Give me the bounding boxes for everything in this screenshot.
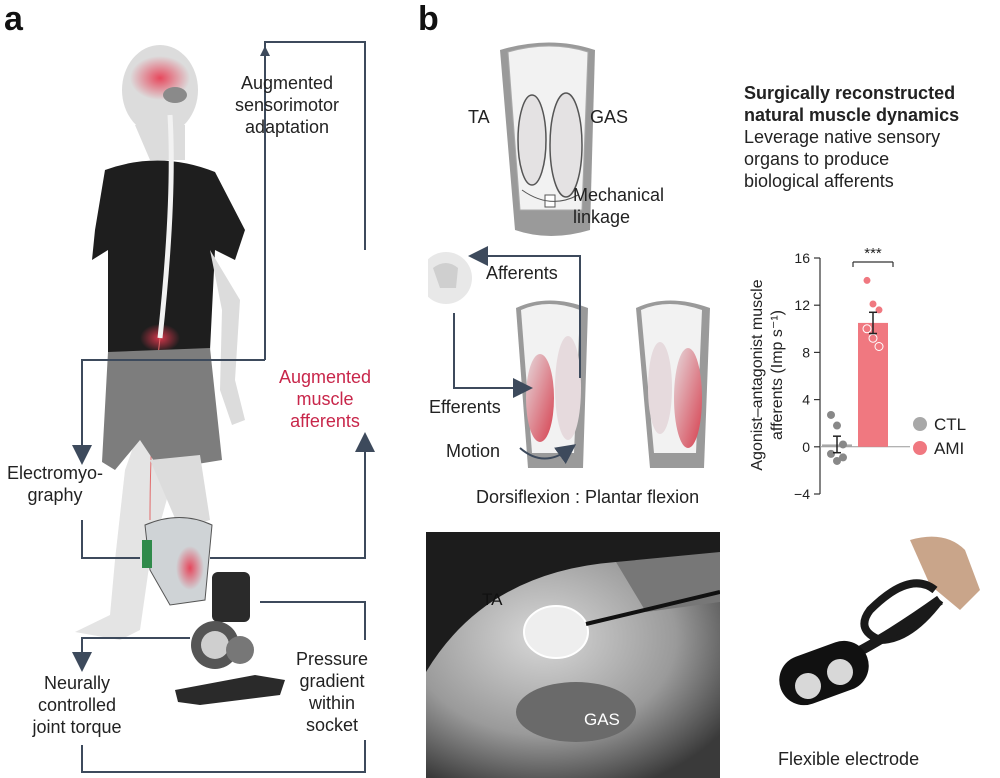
label-electromyography: Electromyo- graphy bbox=[0, 462, 110, 506]
y-tick-label: 12 bbox=[794, 297, 810, 313]
label-efferents: Efferents bbox=[429, 396, 501, 418]
label-pressure-gradient: Pressure gradient within socket bbox=[282, 648, 382, 736]
electrode-on-skin bbox=[524, 606, 588, 658]
y-tick-label: 16 bbox=[794, 250, 810, 266]
torque-line-1: Neurally bbox=[2, 672, 152, 694]
pressure-line-4: socket bbox=[282, 714, 382, 736]
data-point-ctl bbox=[839, 440, 847, 448]
data-point-ami bbox=[869, 334, 877, 342]
flexible-electrode-image bbox=[760, 530, 1000, 730]
torque-line-3: joint torque bbox=[2, 716, 152, 738]
data-point-ctl bbox=[839, 453, 847, 461]
label-dorsiflexion-plantar: Dorsiflexion : Plantar flexion bbox=[476, 486, 699, 508]
label-afferents: Afferents bbox=[486, 262, 558, 284]
residual-limb-photo: TA GAS bbox=[426, 532, 720, 778]
description-title-line-1: Surgically reconstructed bbox=[744, 82, 959, 104]
label-mechanical-linkage: Mechanical linkage bbox=[573, 184, 664, 228]
emg-line-1: Electromyo- bbox=[0, 462, 110, 484]
pressure-line-3: within bbox=[282, 692, 382, 714]
muscle-afferents-line-2: muscle bbox=[260, 388, 390, 410]
panel-b-letter: b bbox=[418, 2, 439, 36]
muscle-afferents-line-3: afferents bbox=[260, 410, 390, 432]
data-point-ctl bbox=[827, 450, 835, 458]
sensorimotor-line-1: Augmented bbox=[212, 72, 362, 94]
description-title-line-2: natural muscle dynamics bbox=[744, 104, 959, 126]
photo-label-gas: GAS bbox=[584, 710, 620, 730]
label-gas-top: GAS bbox=[590, 106, 628, 128]
y-axis-label-line-1: Agonist–antagonist muscle bbox=[749, 279, 766, 470]
data-point-ctl bbox=[827, 411, 835, 419]
label-neurally-controlled-torque: Neurally controlled joint torque bbox=[2, 672, 152, 738]
data-point-ami bbox=[875, 343, 883, 351]
label-augmented-muscle-afferents: Augmented muscle afferents bbox=[260, 366, 390, 432]
description-body-line-3: biological afferents bbox=[744, 170, 959, 192]
legend-label-ctl: CTL bbox=[934, 415, 966, 434]
emg-line-2: graphy bbox=[0, 484, 110, 506]
legend-swatch-ctl bbox=[913, 417, 927, 431]
label-ta-top: TA bbox=[468, 106, 490, 128]
afferents-bar-chart: Agonist–antagonist muscle afferents (Imp… bbox=[740, 240, 1000, 510]
label-flexible-electrode: Flexible electrode bbox=[778, 748, 919, 770]
y-axis-label: Agonist–antagonist muscle afferents (Imp… bbox=[749, 279, 786, 470]
y-tick-label: 4 bbox=[802, 392, 810, 408]
prosthetic-foot bbox=[175, 675, 285, 705]
linkage-line-1: Mechanical bbox=[573, 184, 664, 206]
y-tick-label: 8 bbox=[802, 344, 810, 360]
legend-label-ami: AMI bbox=[934, 439, 964, 458]
y-tick-label: −4 bbox=[794, 486, 810, 502]
torque-line-2: controlled bbox=[2, 694, 152, 716]
data-point-ami bbox=[863, 325, 871, 333]
data-point-ami bbox=[863, 276, 871, 284]
label-augmented-sensorimotor: Augmented sensorimotor adaptation bbox=[212, 72, 362, 138]
photo-label-ta: TA bbox=[482, 590, 502, 610]
data-point-ctl bbox=[833, 422, 841, 430]
significance-marker: *** bbox=[864, 245, 882, 262]
y-axis-label-line-2: afferents (Imp s⁻¹) bbox=[769, 310, 786, 440]
sensorimotor-line-3: adaptation bbox=[212, 116, 362, 138]
y-tick-label: 0 bbox=[802, 439, 810, 455]
description-body-line-2: organs to produce bbox=[744, 148, 959, 170]
pressure-line-1: Pressure bbox=[282, 648, 382, 670]
sensorimotor-line-2: sensorimotor bbox=[212, 94, 362, 116]
description-body-line-1: Leverage native sensory bbox=[744, 126, 959, 148]
ami-description: Surgically reconstructed natural muscle … bbox=[744, 82, 959, 192]
legend-swatch-ami bbox=[913, 441, 927, 455]
shorts-shape bbox=[102, 348, 222, 470]
label-motion: Motion bbox=[446, 440, 500, 462]
linkage-line-2: linkage bbox=[573, 206, 664, 228]
pressure-line-2: gradient bbox=[282, 670, 382, 692]
fingers-shape bbox=[910, 537, 980, 610]
muscle-afferents-line-1: Augmented bbox=[260, 366, 390, 388]
actuator-housing bbox=[212, 572, 250, 622]
